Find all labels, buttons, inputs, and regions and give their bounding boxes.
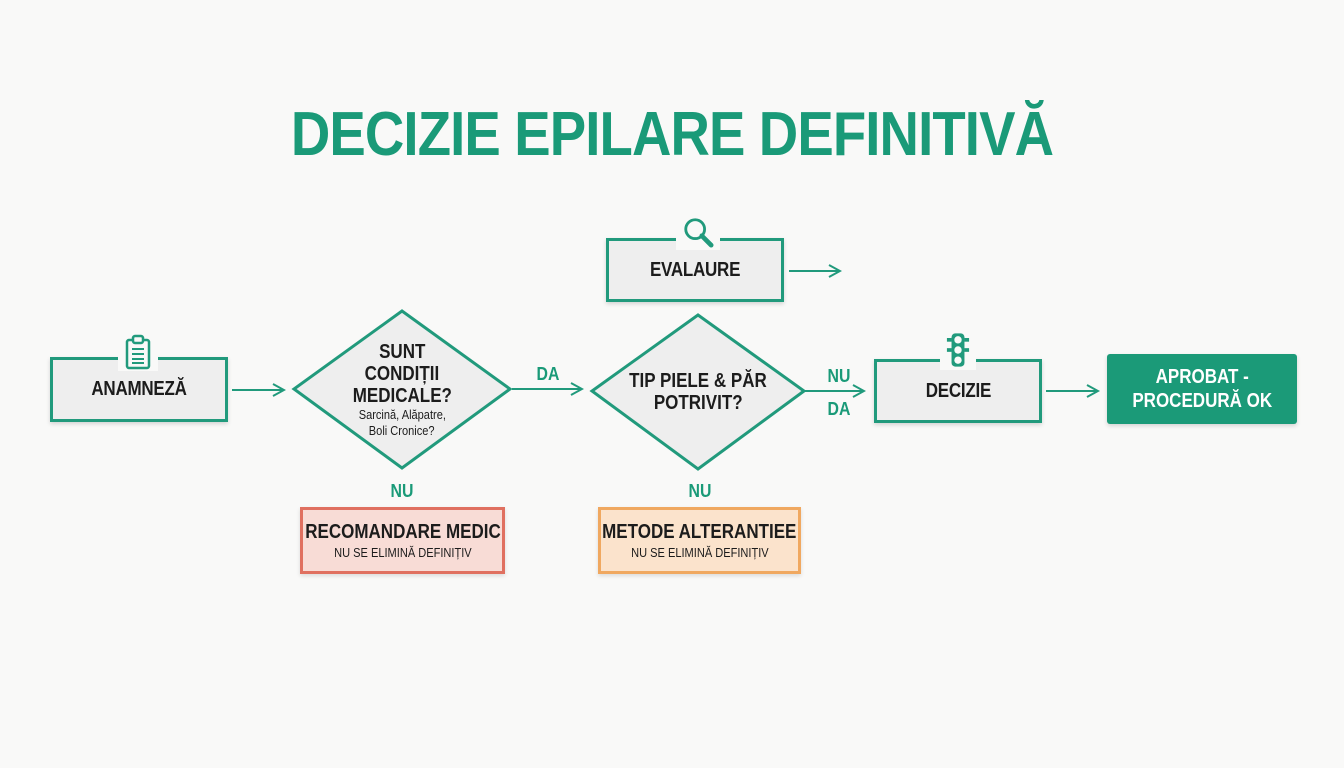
conditii-sub1: Sarcină, Alăpatre, bbox=[358, 407, 446, 422]
node-decizie-label: DECIZIE bbox=[925, 379, 991, 402]
node-tip-piele-text: TIP PIELE & PĂR POTRIVIT? bbox=[618, 368, 778, 416]
node-aprobat: APROBAT - PROCEDURĂ OK bbox=[1107, 354, 1297, 424]
conditii-line1: SUNT bbox=[378, 341, 426, 363]
node-recomandare-medic: RECOMANDARE MEDIC NU SE ELIMINĂ DEFINIȚI… bbox=[300, 507, 505, 574]
magnifier-icon bbox=[676, 214, 720, 250]
node-aprobat-label: APROBAT - PROCEDURĂ OK bbox=[1132, 366, 1272, 412]
edge-label-da-2: DA bbox=[827, 399, 851, 419]
edge-label-nu-2: NU bbox=[827, 366, 851, 386]
traffic-light-icon bbox=[940, 330, 976, 370]
decision-diamond-tip-piele bbox=[589, 313, 807, 471]
conditii-sub2: Boli Cronice? bbox=[369, 423, 435, 438]
conditii-line3: MEDICALE? bbox=[352, 385, 452, 407]
edge-label-nu-3: NU bbox=[688, 481, 712, 501]
node-conditii-text: SUNT CONDIȚII MEDICALE? Sarcină, Alăpatr… bbox=[322, 335, 482, 445]
metode-sub: NU SE ELIMINĂ DEFINIȚIV bbox=[630, 544, 769, 560]
conditii-line2: CONDIȚII bbox=[364, 363, 440, 385]
edge-label-da-1: DA bbox=[536, 364, 560, 384]
node-evaluare-label: EVALAURE bbox=[649, 258, 741, 281]
recomandare-sub: NU SE ELIMINĂ DEFINIȚIV bbox=[333, 544, 472, 560]
recomandare-label: RECOMANDARE MEDIC bbox=[304, 520, 501, 543]
clipboard-icon bbox=[118, 333, 158, 371]
tip-piele-line1: TIP PIELE & PĂR bbox=[629, 370, 767, 392]
edge-label-nu-1: NU bbox=[390, 481, 414, 501]
node-metode-alternative: METODE ALTERANTIEE NU SE ELIMINĂ DEFINIȚ… bbox=[598, 507, 801, 574]
decision-diamond-conditii bbox=[291, 309, 513, 470]
tip-piele-line2: POTRIVIT? bbox=[653, 392, 743, 414]
node-anamneza-label: ANAMNEZĂ bbox=[91, 378, 187, 400]
page-title: DECIZIE EPILARE DEFINITIVĂ bbox=[290, 100, 1054, 169]
metode-label: METODE ALTERANTIEE bbox=[602, 520, 797, 543]
